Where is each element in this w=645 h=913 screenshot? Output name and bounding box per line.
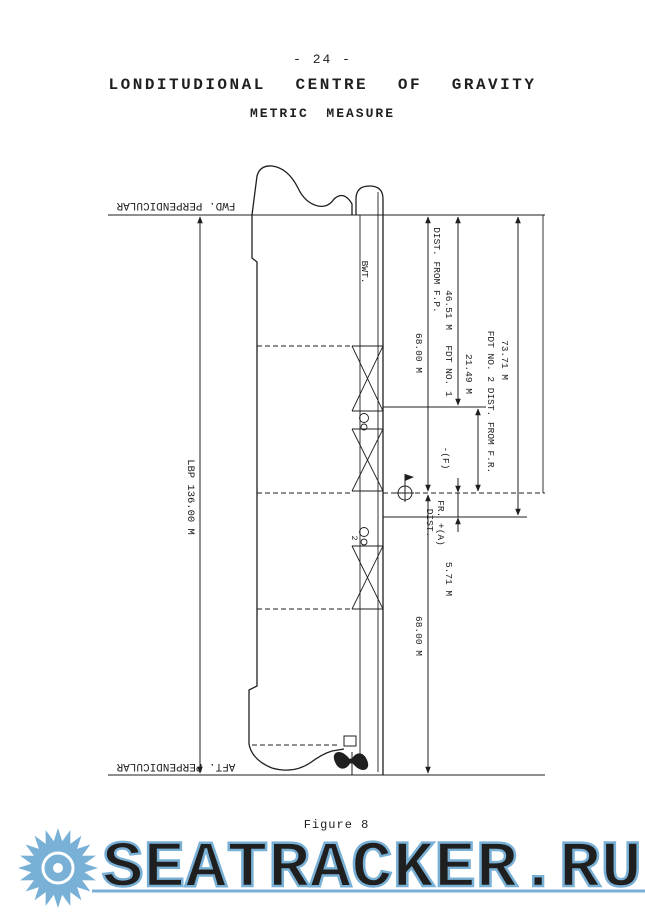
label-68m-lower: 68.00 M [413, 616, 424, 656]
tank-cross-marks [351, 345, 384, 610]
stern-gear [343, 735, 357, 775]
label-small-2: 2 [349, 535, 359, 540]
dashed-reference-lines [252, 345, 545, 746]
label-fr-a: FR. +(A) [435, 500, 446, 546]
page-number: - 24 - [293, 52, 352, 67]
seatracker-watermark: SEATRACKER.RU [18, 828, 645, 908]
label-5-71m: 5.71 M [443, 562, 454, 597]
label-fdt-no-1: FDT NO. 1 [443, 345, 454, 397]
label-bwt: BWT. [359, 261, 370, 284]
perpendicular-lines [108, 214, 545, 776]
propeller-icon [333, 752, 369, 770]
label-21-49m: 21.49 M [463, 354, 474, 394]
label-46-51m: 46.51 M [443, 290, 454, 330]
label-fwd-perpendicular: FWD. PERPENDICULAR [116, 199, 235, 211]
ship-hull [248, 165, 384, 775]
figure-caption: Figure 8 [303, 818, 370, 832]
label-73-71m: 73.71 M [499, 340, 510, 380]
cg-symbol-icon [396, 474, 414, 502]
label-68m-upper: 68.00 M [413, 333, 424, 373]
dimension-lines [425, 216, 521, 774]
page-title: LONDITUDIONAL CENTRE OF GRAVITY [108, 76, 537, 94]
label-lbp: LBP 136.00 M [184, 459, 196, 535]
label-fdt-no-2: FDT NO. 2 DIST. FROM F.R. [485, 331, 496, 474]
page-subtitle: METRIC MEASURE [249, 106, 396, 121]
label-dist-fr: DIST. [424, 509, 435, 538]
watermark-text: SEATRACKER.RU [102, 831, 642, 906]
label-aft-perpendicular: AFT. PERPENDICULAR [116, 760, 235, 772]
sun-burst-icon [18, 828, 98, 908]
label-dist-from-fp: DIST. FROM F.P. [431, 227, 442, 313]
label-f-marker: -(F) [440, 447, 451, 470]
extension-lines [383, 215, 544, 518]
